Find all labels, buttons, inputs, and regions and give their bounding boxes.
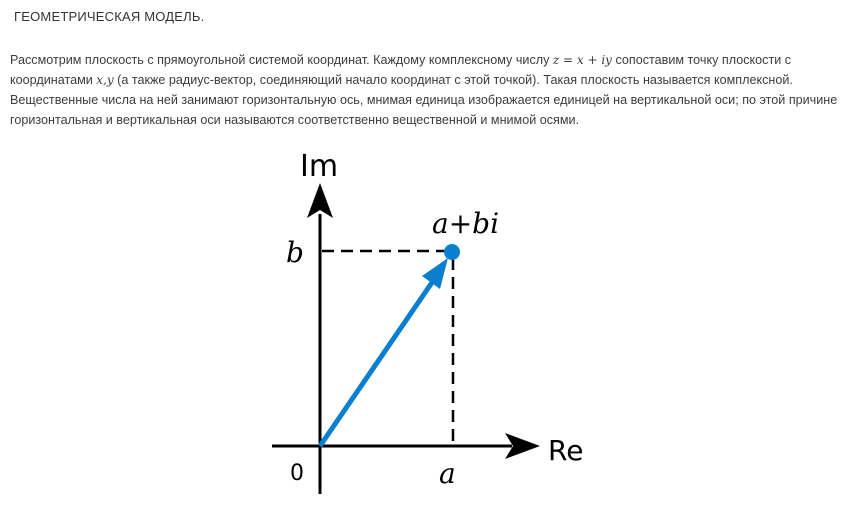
real-axis-arrowhead <box>505 433 540 459</box>
paragraph-text-2: сопоставим точку плоскости с координатам… <box>10 53 792 87</box>
paragraph-text-3: (а также радиус-вектор, соединяющий нача… <box>10 73 838 127</box>
point-a-plus-bi <box>444 244 460 260</box>
section-heading: ГЕОМЕТРИЧЕСКАЯ МОДЕЛЬ. <box>14 9 205 24</box>
formula-x-y: x,y <box>96 73 114 87</box>
radius-vector-arrowhead <box>422 258 448 289</box>
radius-vector <box>317 279 436 448</box>
paragraph-text-1: Рассмотрим плоскость с прямоугольной сис… <box>10 53 553 67</box>
formula-z-equals-x-plus-iy: z = x + iy <box>552 53 612 67</box>
re-axis-label: Re <box>548 434 583 467</box>
a-coordinate-label: a <box>439 457 456 490</box>
b-coordinate-label: b <box>286 236 304 269</box>
description-paragraph: Рассмотрим плоскость с прямоугольной сис… <box>10 50 840 130</box>
im-axis-label: Im <box>300 149 338 184</box>
origin-label: 0 <box>290 461 304 486</box>
imaginary-axis-arrowhead <box>307 183 333 218</box>
point-label: a+bi <box>432 207 499 240</box>
